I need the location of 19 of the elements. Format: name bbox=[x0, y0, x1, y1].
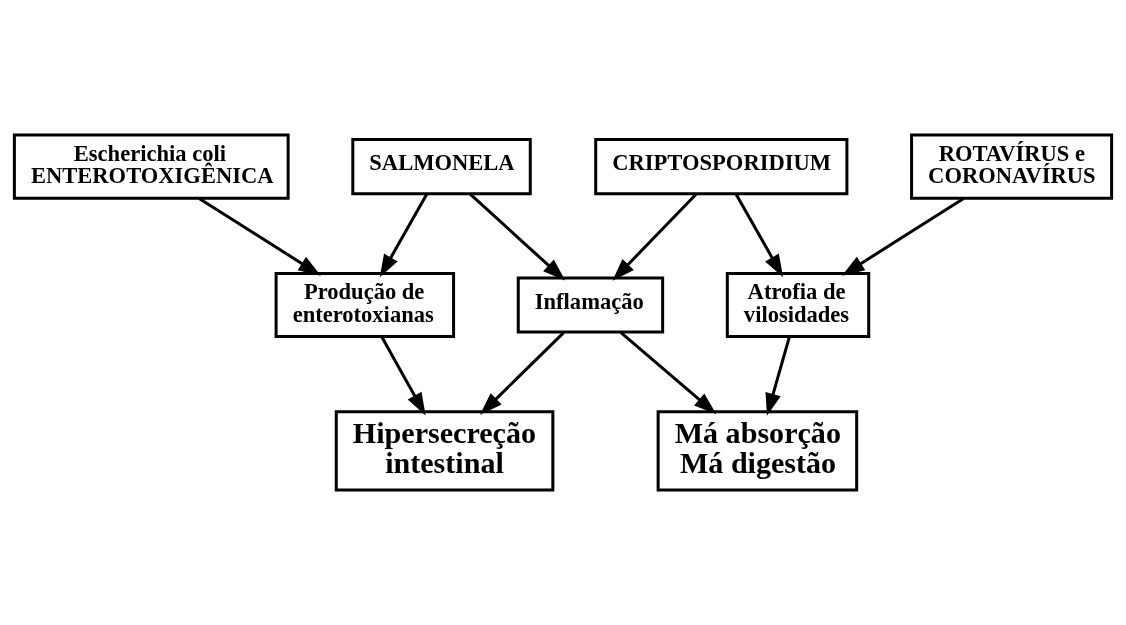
arrow bbox=[380, 336, 426, 416]
node-box: CRIPTOSPORIDIUM bbox=[594, 138, 849, 196]
node-box: Inflamação bbox=[516, 276, 665, 334]
node-box: Produção de enterotoxianas bbox=[274, 271, 456, 339]
node-box: ROTAVÍRUS e CORONAVÍRUS bbox=[910, 133, 1114, 200]
arrow bbox=[619, 331, 717, 415]
arrow bbox=[198, 197, 321, 276]
arrow bbox=[480, 331, 565, 415]
arrow bbox=[734, 193, 784, 278]
arrow bbox=[379, 193, 429, 278]
node-box: Má absorção Má digestão bbox=[656, 410, 859, 492]
arrow bbox=[841, 197, 965, 276]
arrow bbox=[765, 336, 791, 416]
node-box: Atrofia de vilosidades bbox=[725, 271, 871, 339]
arrow bbox=[469, 193, 566, 281]
node-box: Hipersecreção intestinal bbox=[334, 410, 555, 492]
node-box: SALMONELA bbox=[351, 138, 532, 196]
node-box: Escherichia coli ENTEROTOXIGÊNICA bbox=[12, 133, 290, 200]
arrow bbox=[612, 193, 698, 281]
